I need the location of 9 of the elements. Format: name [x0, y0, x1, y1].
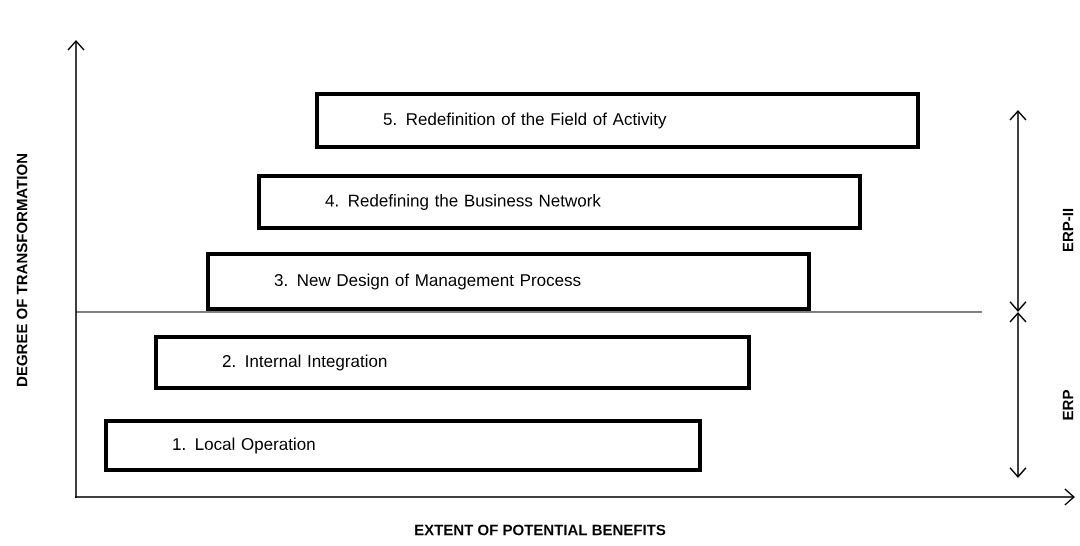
step-box: 1. Local Operation — [104, 419, 702, 472]
bracket-label: ERP-II — [1062, 208, 1074, 252]
step-box: 4. Redefining the Business Network — [257, 174, 862, 230]
step-box: 5. Redefinition of the Field of Activity — [315, 92, 920, 149]
step-box: 2. Internal Integration — [154, 335, 751, 390]
step-box: 3. New Design of Management Process — [206, 252, 811, 311]
axis-title: DEGREE OF TRANSFORMATION — [16, 154, 28, 386]
bracket-label: ERP — [1062, 390, 1074, 420]
axis-title: EXTENT OF POTENTIAL BENEFITS — [415, 524, 666, 536]
